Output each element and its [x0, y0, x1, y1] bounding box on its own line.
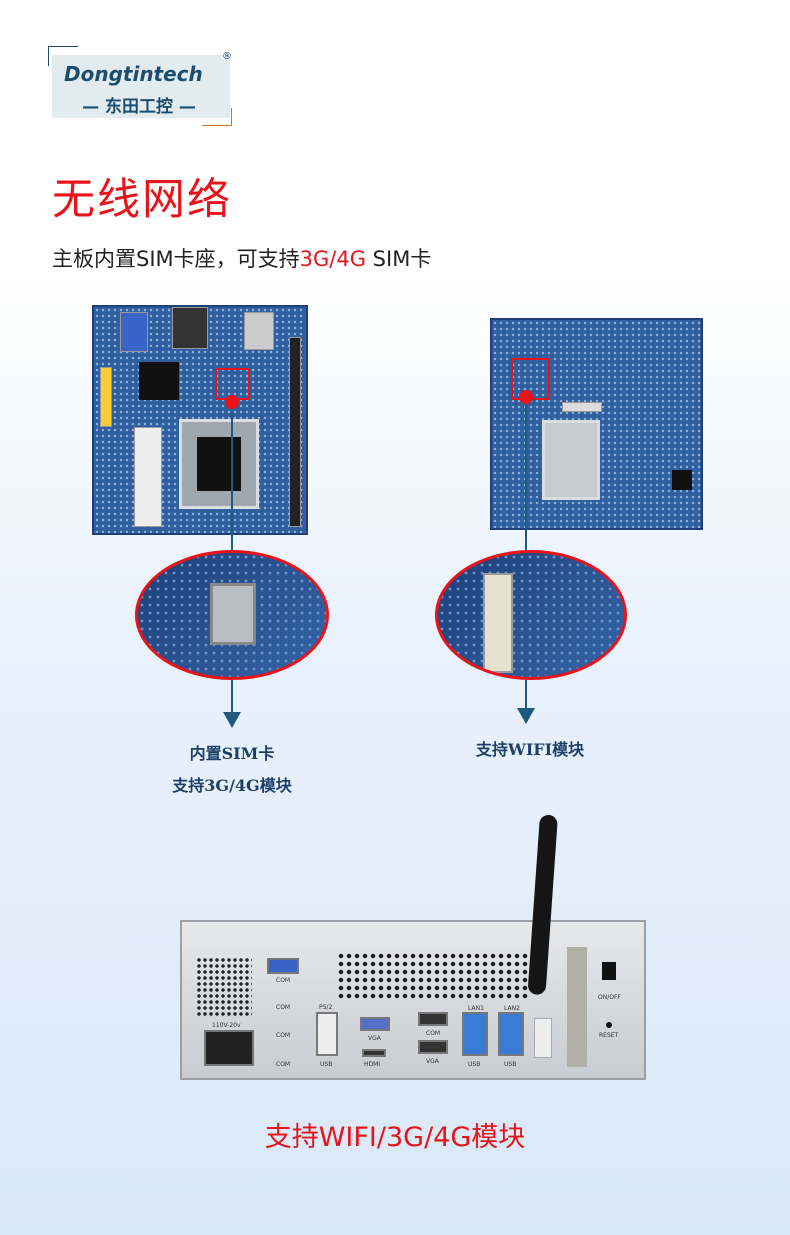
- subtitle: 主板内置SIM卡座，可支持3G/4G SIM卡: [52, 243, 431, 273]
- arrow-down-icon: [223, 712, 241, 728]
- arrow-down-icon: [517, 708, 535, 724]
- ps2-usb-ports: [316, 1012, 338, 1056]
- callout-label-wifi: 支持WIFI模块: [475, 740, 585, 759]
- port-label: LAN1: [468, 1005, 484, 1012]
- port-label: VGA: [426, 1058, 439, 1065]
- bottom-caption: 支持WIFI/3G/4G模块: [264, 1122, 526, 1153]
- logo-text-cn: — 东田工控 —: [82, 97, 196, 117]
- port-label: HDMI: [364, 1061, 381, 1068]
- reset-button[interactable]: [606, 1022, 612, 1028]
- fan-grille: [196, 957, 252, 1017]
- com-port: [267, 958, 299, 974]
- port-label: USB: [320, 1061, 333, 1068]
- wifi-slot-magnified: [435, 550, 627, 680]
- subtitle-highlight: 3G/4G: [299, 247, 366, 271]
- power-switch[interactable]: [602, 962, 616, 980]
- audio-jacks: [534, 1018, 552, 1058]
- logo-text-en: Dongtintech: [64, 62, 203, 86]
- logo-registered: ®: [222, 51, 232, 62]
- port-label: COM: [276, 1004, 291, 1011]
- lan1-usb-ports: [462, 1012, 488, 1056]
- com-port: [418, 1012, 448, 1026]
- port-label: PS/2: [319, 1004, 333, 1011]
- subtitle-part2: SIM卡: [366, 247, 432, 271]
- port-label: COM: [426, 1030, 441, 1037]
- motherboard-back-image: [490, 318, 703, 530]
- marker-dot: [225, 395, 239, 409]
- port-label: COM: [276, 977, 291, 984]
- power-inlet: [204, 1030, 254, 1066]
- subtitle-part1: 主板内置SIM卡座，可支持: [52, 247, 300, 271]
- hdmi-port: [362, 1049, 386, 1057]
- logo-corner: [48, 46, 78, 66]
- logo-corner: [202, 108, 232, 126]
- motherboard-front-image: [92, 305, 308, 535]
- port-label: COM: [276, 1032, 291, 1039]
- port-label: 110V-20v: [212, 1022, 241, 1029]
- brand-logo: [52, 55, 230, 118]
- lan2-usb-ports: [498, 1012, 524, 1056]
- port-label: COM: [276, 1061, 291, 1068]
- port-label: RESET: [599, 1032, 619, 1039]
- callout-label-sim: 内置SIM卡: [189, 744, 275, 763]
- sim-slot-magnified: [135, 550, 329, 680]
- expansion-slot-cover: [567, 947, 587, 1067]
- marker-dot: [519, 390, 533, 404]
- callout-label-3g4g: 支持3G/4G模块: [172, 776, 292, 795]
- page-title: 无线网络: [52, 175, 232, 225]
- industrial-pc-rear-panel-image: 110V-20v COM COM COM COM PS/2 USB VGA HD…: [180, 920, 646, 1080]
- port-label: VGA: [368, 1035, 381, 1042]
- vga-port: [360, 1017, 390, 1031]
- port-label: ON/OFF: [598, 994, 621, 1001]
- port-label: USB: [504, 1061, 517, 1068]
- port-label: LAN2: [504, 1005, 520, 1012]
- vent-grille: [337, 952, 529, 1000]
- vga-port: [418, 1040, 448, 1054]
- port-label: USB: [468, 1061, 481, 1068]
